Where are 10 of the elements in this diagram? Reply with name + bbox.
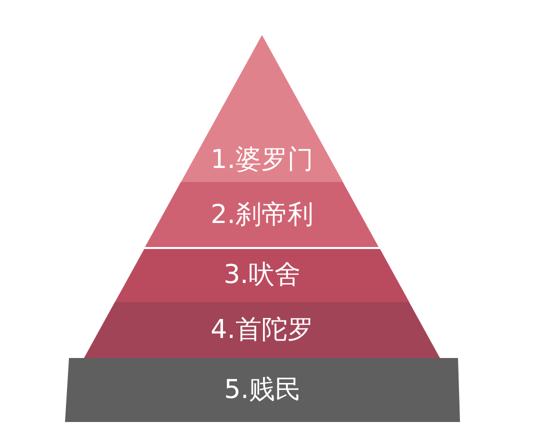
pyramid-base [65,358,460,422]
pyramid-top [181,35,343,182]
tier-label: 1.婆罗门 [210,145,314,175]
pyramid-tier [84,302,440,358]
tier-label: 4.首陀罗 [210,315,314,345]
tier-label: 3.吠舍 [224,260,300,290]
pyramid-tier [114,249,410,302]
pyramid-tier [145,182,379,247]
tier-label: 2.刹帝利 [210,200,314,230]
tier-label: 5.贱民 [224,375,301,405]
